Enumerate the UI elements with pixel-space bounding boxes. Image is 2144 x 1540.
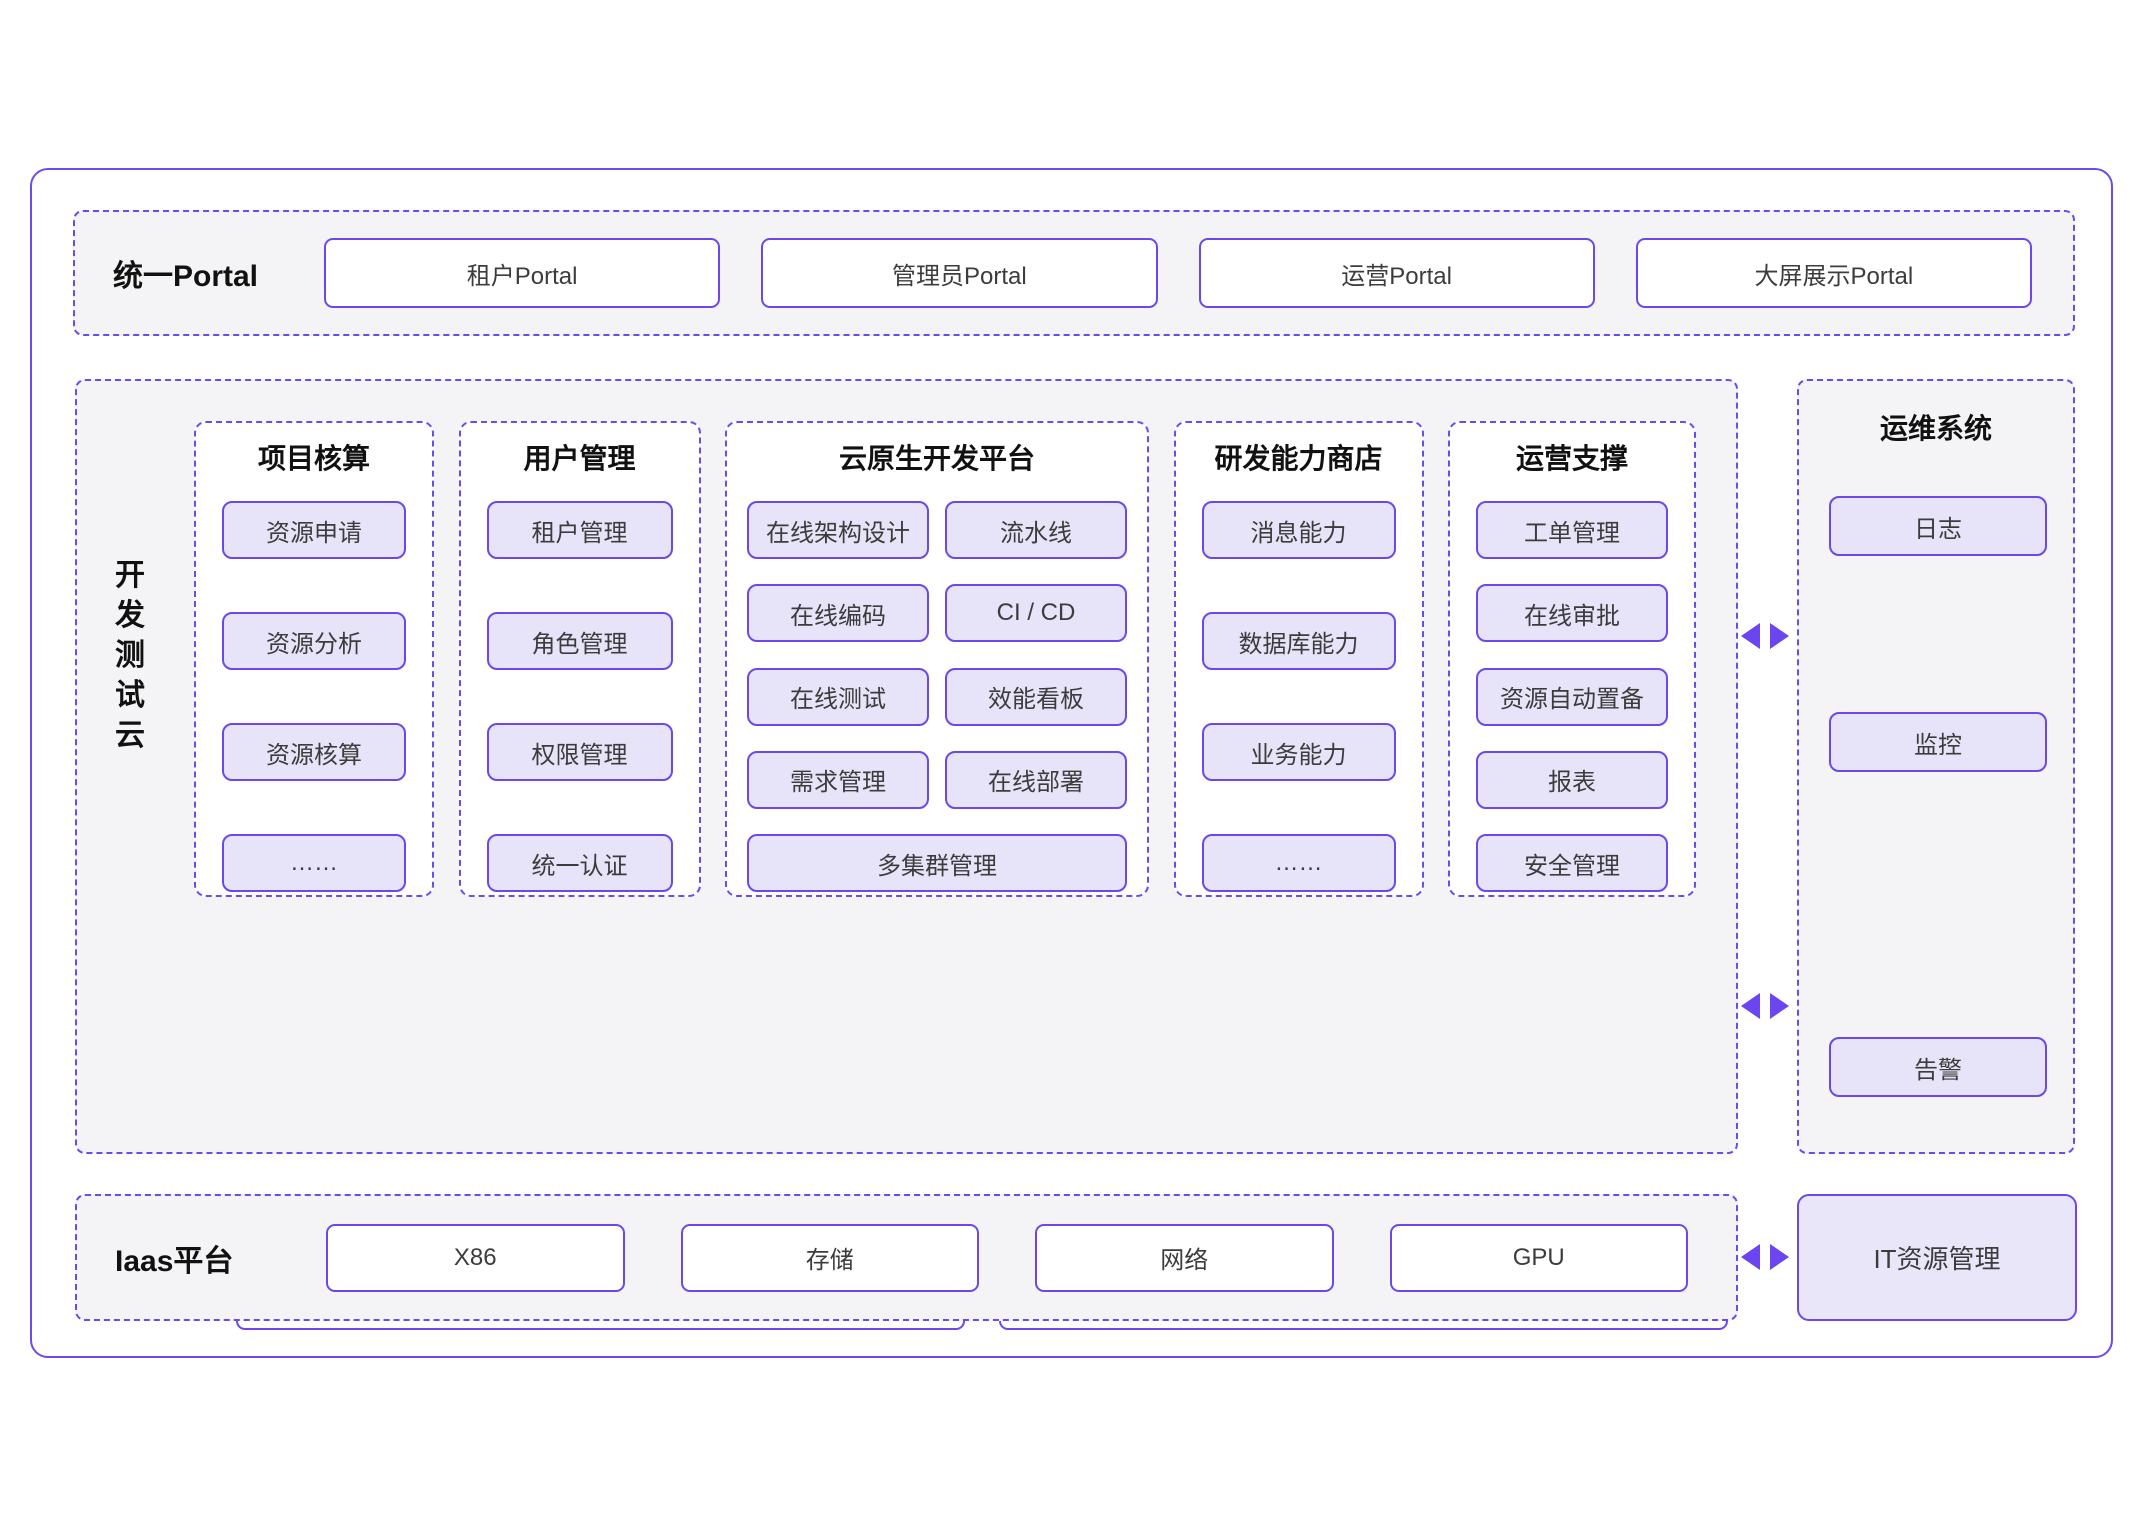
arrow-right-icon — [1770, 993, 1789, 1019]
node-ellipsis: …… — [1201, 834, 1396, 892]
item-row: 在线架构设计 流水线 — [747, 501, 1127, 559]
column-items: 工单管理 在线审批 资源自动置备 报表 安全管理 — [1476, 501, 1668, 892]
node-ci-cd: CI / CD — [945, 584, 1127, 643]
bidirectional-arrow-icon — [1741, 623, 1789, 649]
column-title: 项目核算 — [257, 443, 370, 474]
arrow-right-icon — [1770, 623, 1789, 649]
node-online-arch-design: 在线架构设计 — [747, 501, 929, 559]
outer-container: 统一Portal 租户Portal 管理员Portal 运营Portal 大屏展… — [30, 168, 2113, 1358]
node-logs: 日志 — [1829, 496, 2047, 556]
node-resource-analysis: 资源分析 — [222, 612, 406, 670]
node-requirement-management: 需求管理 — [747, 750, 929, 809]
node-pipeline: 流水线 — [945, 501, 1127, 559]
node-bigscreen-portal: 大屏展示Portal — [1635, 238, 2032, 308]
node-tenant-portal: 租户Portal — [324, 238, 721, 308]
node-admin-portal: 管理员Portal — [761, 238, 1158, 308]
node-network: 网络 — [1035, 1223, 1334, 1292]
node-auto-provisioning: 资源自动置备 — [1476, 667, 1668, 726]
column-user-management: 用户管理 租户管理 角色管理 权限管理 统一认证 — [458, 421, 701, 897]
column-title: 云原生开发平台 — [838, 443, 1035, 474]
column-items: 租户管理 角色管理 权限管理 统一认证 — [486, 501, 673, 892]
node-online-testing: 在线测试 — [747, 667, 929, 726]
portal-boxes: 租户Portal 管理员Portal 运营Portal 大屏展示Portal — [324, 238, 2073, 308]
node-role-management: 角色管理 — [486, 612, 673, 670]
node-it-resource-management: IT资源管理 — [1797, 1194, 2077, 1321]
bidirectional-arrow-icon — [1741, 993, 1789, 1019]
column-items: 资源申请 资源分析 资源核算 …… — [222, 501, 406, 892]
node-online-approval: 在线审批 — [1476, 584, 1668, 643]
node-ellipsis: …… — [222, 834, 406, 892]
node-storage: 存储 — [680, 1223, 979, 1292]
column-project-accounting: 项目核算 资源申请 资源分析 资源核算 …… — [194, 421, 434, 897]
item-row: 在线测试 效能看板 — [747, 667, 1127, 726]
capability-columns: 项目核算 资源申请 资源分析 资源核算 …… 用户管理 租户管理 角色管理 权限… — [194, 421, 1696, 897]
arrow-left-icon — [1741, 993, 1760, 1019]
node-online-coding: 在线编码 — [747, 584, 929, 643]
node-gpu: GPU — [1389, 1223, 1688, 1292]
node-security-management: 安全管理 — [1476, 834, 1668, 892]
item-row: 在线编码 CI / CD — [747, 584, 1127, 643]
node-unified-auth: 统一认证 — [486, 834, 673, 892]
item-row: 需求管理 在线部署 — [747, 750, 1127, 809]
column-items: 在线架构设计 流水线 在线编码 CI / CD 在线测试 效能看板 需求管理 — [747, 501, 1127, 892]
ops-system-title: 运维系统 — [1879, 413, 1992, 444]
node-business-capability: 业务能力 — [1201, 723, 1396, 781]
node-efficiency-dashboard: 效能看板 — [945, 667, 1127, 726]
column-title: 研发能力商店 — [1214, 443, 1383, 474]
iaas-section: Iaas平台 X86 存储 网络 GPU — [75, 1194, 1738, 1321]
iaas-boxes: X86 存储 网络 GPU — [326, 1223, 1736, 1292]
portal-section: 统一Portal 租户Portal 管理员Portal 运营Portal 大屏展… — [73, 210, 2075, 336]
node-resource-accounting: 资源核算 — [222, 723, 406, 781]
column-operation-support: 运营支撑 工单管理 在线审批 资源自动置备 报表 安全管理 — [1448, 421, 1696, 897]
node-x86: X86 — [326, 1223, 625, 1292]
column-cloud-native-platform: 云原生开发平台 在线架构设计 流水线 在线编码 CI / CD 在线测试 效能看 — [725, 421, 1149, 897]
node-permission-management: 权限管理 — [486, 723, 673, 781]
arrow-left-icon — [1741, 1244, 1760, 1270]
node-message-capability: 消息能力 — [1201, 501, 1396, 559]
column-title: 运营支撑 — [1515, 443, 1628, 474]
node-ticket-management: 工单管理 — [1476, 501, 1668, 559]
node-multicluster-management: 多集群管理 — [747, 834, 1127, 892]
node-resource-request: 资源申请 — [222, 501, 406, 559]
dev-test-cloud-section: 开发测试云 项目核算 资源申请 资源分析 资源核算 …… 用户管理 租户管理 — [75, 379, 1738, 1330]
ops-system-panel: 运维系统 日志 监控 告警 — [1797, 379, 2075, 1154]
bidirectional-arrow-icon — [1741, 1244, 1789, 1270]
portal-section-label: 统一Portal — [113, 260, 259, 293]
column-rd-capability-store: 研发能力商店 消息能力 数据库能力 业务能力 …… — [1173, 421, 1424, 897]
node-operation-portal: 运营Portal — [1198, 238, 1595, 308]
arrow-left-icon — [1741, 623, 1760, 649]
dev-test-cloud-label: 开发测试云 — [115, 559, 145, 752]
column-items: 消息能力 数据库能力 业务能力 …… — [1201, 501, 1396, 892]
iaas-section-label: Iaas平台 — [115, 1244, 234, 1278]
column-title: 用户管理 — [523, 443, 636, 474]
node-alerting: 告警 — [1829, 1037, 2047, 1097]
node-tenant-management: 租户管理 — [486, 501, 673, 559]
arrow-right-icon — [1770, 1244, 1789, 1270]
node-database-capability: 数据库能力 — [1201, 612, 1396, 670]
node-online-deployment: 在线部署 — [945, 750, 1127, 809]
node-reports: 报表 — [1476, 750, 1668, 809]
node-monitoring: 监控 — [1829, 712, 2047, 772]
